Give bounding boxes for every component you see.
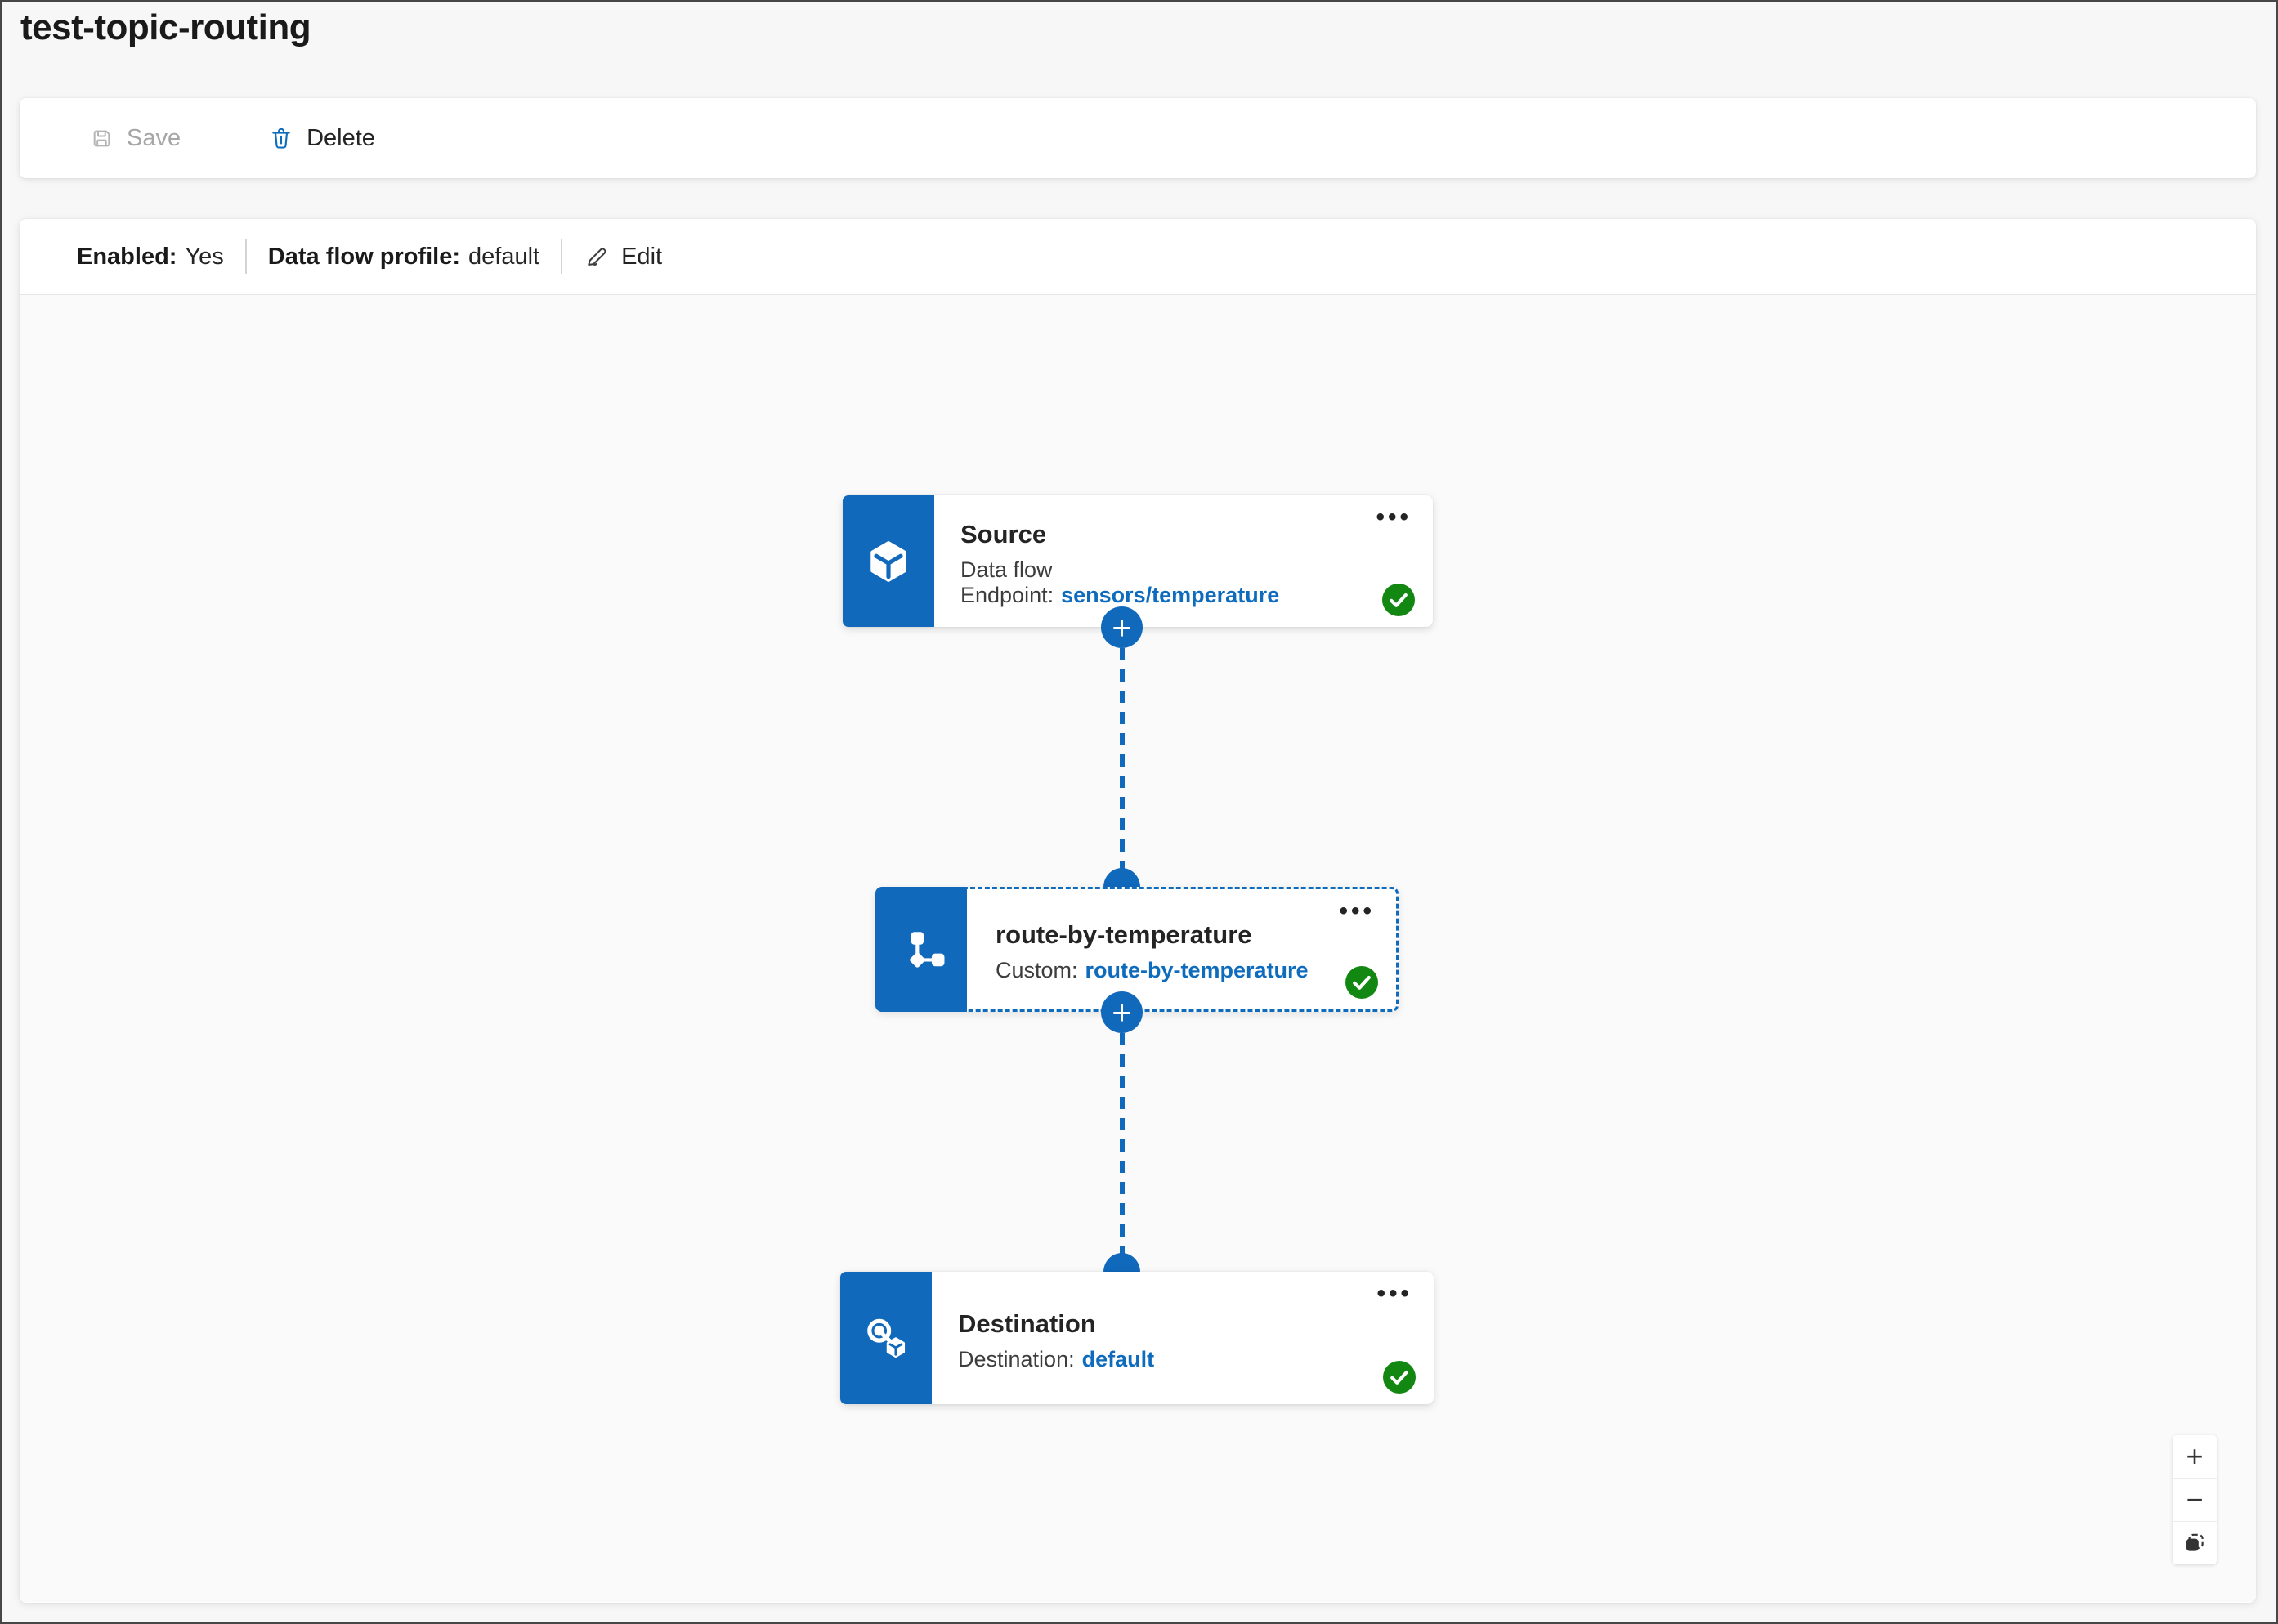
pencil-icon bbox=[584, 244, 609, 270]
connector-line bbox=[1120, 627, 1125, 887]
node-subtitle: Destination:default bbox=[958, 1347, 1376, 1372]
node-content: Source Data flow Endpoint: sensors/temper… bbox=[960, 495, 1376, 627]
source-cube-icon bbox=[865, 538, 912, 585]
profile-label: Data flow profile: bbox=[267, 243, 461, 270]
node-accent bbox=[843, 495, 934, 627]
transform-link[interactable]: route-by-temperature bbox=[1085, 958, 1309, 982]
destination-link[interactable]: default bbox=[1081, 1346, 1155, 1371]
success-badge bbox=[1383, 1361, 1416, 1394]
divider bbox=[244, 239, 247, 274]
connector-line bbox=[1120, 1012, 1125, 1272]
add-stage-button[interactable]: + bbox=[1101, 991, 1143, 1033]
delete-button[interactable]: Delete bbox=[269, 125, 375, 152]
flow-canvas[interactable]: Source Data flow Endpoint: sensors/temper… bbox=[20, 295, 2256, 1602]
node-title: route-by-temperature bbox=[996, 920, 1252, 949]
node-content: Destination Destination:default bbox=[958, 1272, 1376, 1404]
node-title: Source bbox=[960, 519, 1047, 548]
node-accent bbox=[875, 887, 967, 1012]
more-button[interactable]: ••• bbox=[1339, 893, 1375, 930]
more-button[interactable]: ••• bbox=[1376, 499, 1412, 536]
node-title: Destination bbox=[958, 1309, 1096, 1338]
canvas-zoom-controls: + − bbox=[2173, 1435, 2217, 1564]
success-badge bbox=[1345, 966, 1378, 999]
edit-button[interactable]: Edit bbox=[584, 244, 662, 271]
success-badge bbox=[1382, 584, 1415, 616]
node-content: route-by-temperature Custom: route-by-tem… bbox=[996, 889, 1339, 1009]
more-button[interactable]: ••• bbox=[1376, 1275, 1412, 1313]
fit-view-button[interactable] bbox=[2173, 1522, 2217, 1564]
toolbar: Save Delete bbox=[20, 98, 2256, 178]
profile-value: default bbox=[468, 243, 540, 270]
subtitle-label: Destination: bbox=[958, 1346, 1075, 1371]
fit-to-screen-icon bbox=[2182, 1531, 2207, 1555]
subtitle-label: Data flow Endpoint: bbox=[960, 557, 1054, 607]
save-button[interactable]: Save bbox=[90, 125, 181, 152]
divider bbox=[561, 239, 563, 274]
node-subtitle: Custom: route-by-temperature bbox=[996, 958, 1339, 983]
delete-label: Delete bbox=[307, 124, 375, 151]
status-bar: Enabled: Yes Data flow profile: default … bbox=[20, 219, 2256, 295]
page-title: test-topic-routing bbox=[20, 7, 311, 47]
node-destination[interactable]: Destination Destination:default ••• bbox=[840, 1272, 1434, 1404]
dataflow-panel: Enabled: Yes Data flow profile: default … bbox=[20, 219, 2256, 1603]
edit-label: Edit bbox=[621, 243, 663, 270]
node-source[interactable]: Source Data flow Endpoint: sensors/temper… bbox=[843, 495, 1433, 627]
node-accent bbox=[840, 1272, 932, 1404]
zoom-in-button[interactable]: + bbox=[2173, 1435, 2217, 1478]
add-stage-button[interactable]: + bbox=[1101, 606, 1143, 648]
subtitle-label: Custom: bbox=[996, 958, 1078, 982]
node-transform[interactable]: route-by-temperature Custom: route-by-tem… bbox=[875, 887, 1399, 1012]
node-subtitle: Data flow Endpoint: sensors/temperature bbox=[960, 557, 1376, 608]
destination-endpoint-icon bbox=[862, 1314, 910, 1362]
enabled-value: Yes bbox=[185, 243, 224, 270]
save-icon bbox=[90, 127, 114, 150]
save-label: Save bbox=[127, 124, 181, 151]
enabled-label: Enabled: bbox=[77, 243, 177, 270]
zoom-out-button[interactable]: − bbox=[2173, 1479, 2217, 1521]
endpoint-link[interactable]: sensors/temperature bbox=[1061, 582, 1280, 607]
flowchart-branch-icon bbox=[897, 926, 945, 973]
trash-icon bbox=[269, 126, 293, 150]
